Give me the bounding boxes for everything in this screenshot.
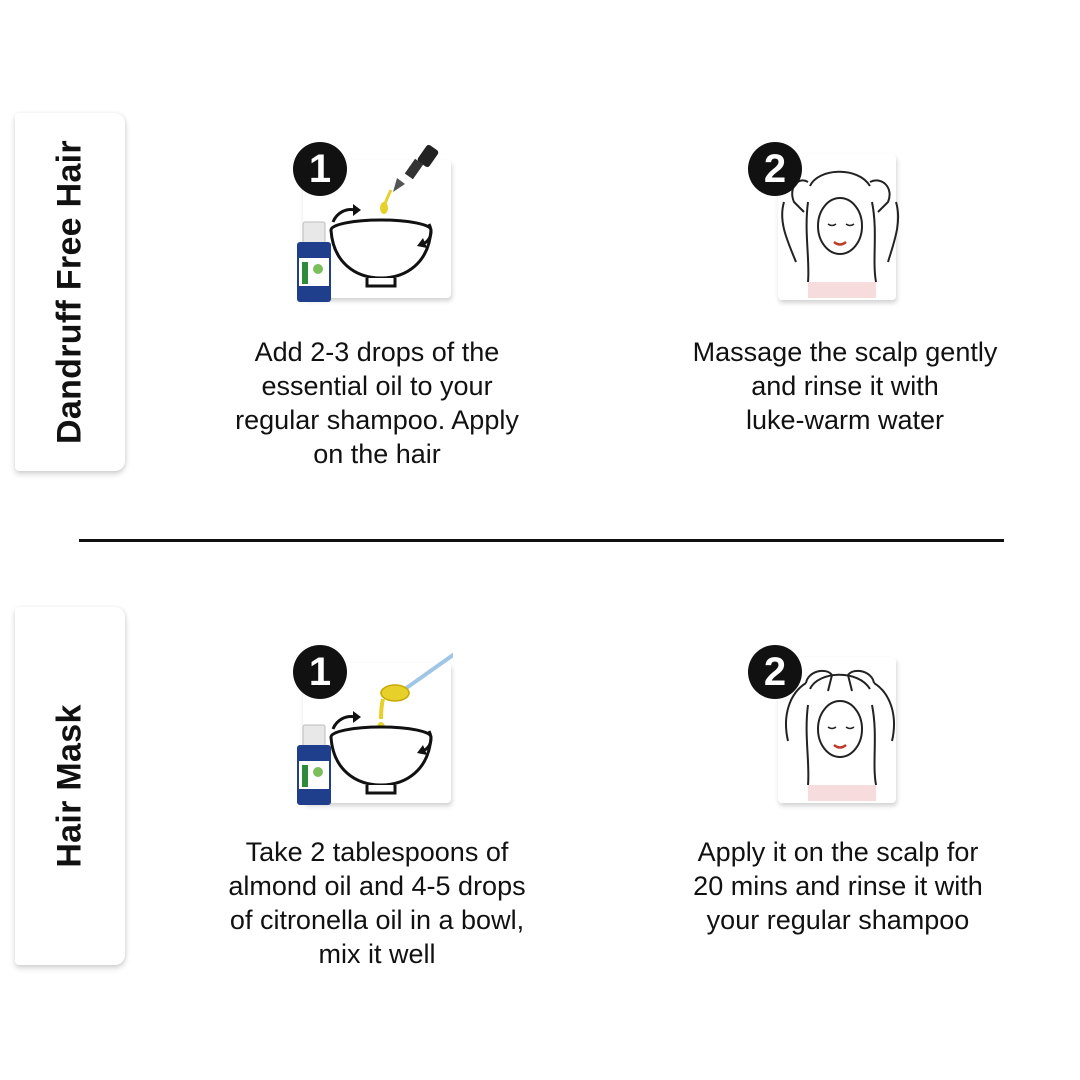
step-number-badge: 1 (293, 142, 347, 196)
section-tab-hair-mask: Hair Mask (15, 607, 125, 965)
apply-scalp-illustration: 2 (748, 645, 908, 803)
section-title: Hair Mask (50, 704, 89, 868)
spoon-bowl-icon (297, 653, 453, 805)
step-number-badge: 1 (293, 645, 347, 699)
step-description: Massage the scalp gently and rinse it wi… (692, 337, 998, 435)
section-title: Dandruff Free Hair (50, 140, 89, 444)
section-tab-dandruff: Dandruff Free Hair (15, 113, 125, 471)
step-number-badge: 2 (748, 645, 802, 699)
scalp-massage-illustration: 2 (748, 142, 908, 300)
oil-spoon-bowl-illustration: 1 (293, 645, 453, 805)
step-description: Apply it on the scalp for 20 mins and ri… (693, 837, 983, 935)
step-description: Add 2-3 drops of the essential oil to yo… (235, 337, 519, 469)
step-description: Take 2 tablespoons of almond oil and 4-5… (228, 837, 526, 969)
woman-massaging-scalp-icon (781, 170, 900, 298)
dropper-bowl-icon (297, 144, 439, 302)
woman-applying-mask-icon (785, 669, 895, 801)
step-number-badge: 2 (748, 142, 802, 196)
section-divider (79, 539, 1004, 542)
oil-in-shampoo-illustration: 1 (293, 142, 453, 302)
